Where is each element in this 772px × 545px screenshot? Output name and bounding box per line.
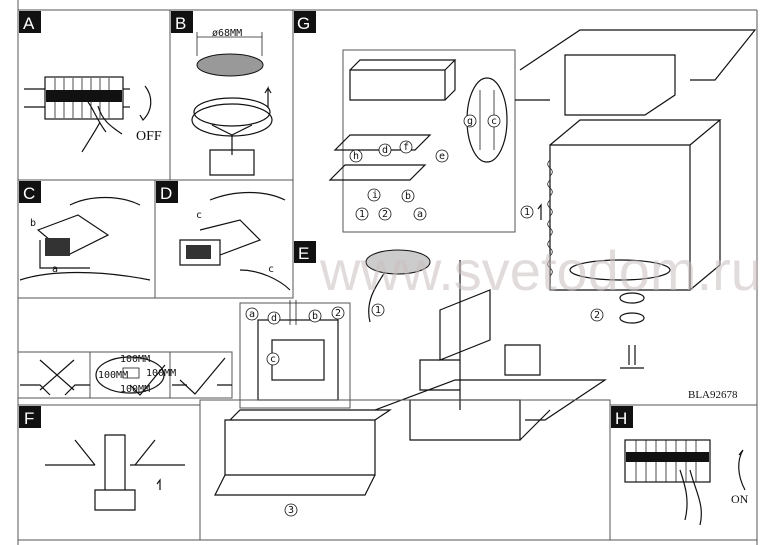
check-icon — [179, 357, 226, 395]
panel-d-clip: D c c — [154, 179, 294, 299]
washer-icon — [619, 292, 645, 369]
svg-text:i: i — [372, 190, 378, 201]
svg-text:g: g — [467, 116, 473, 127]
fixture-icon — [191, 97, 273, 176]
svg-text:e: e — [439, 151, 445, 162]
svg-text:100MM: 100MM — [98, 370, 128, 381]
marker-a: a — [52, 264, 58, 275]
panel-label: A — [23, 14, 35, 33]
panel-label: H — [615, 409, 627, 428]
panel-label: C — [23, 184, 35, 203]
panel-f-insertion: F — [17, 404, 201, 541]
svg-text:f: f — [403, 142, 409, 153]
ceiling-plate-icon — [515, 29, 757, 101]
panel-label: E — [298, 244, 309, 263]
svg-text:100MM: 100MM — [146, 368, 176, 379]
panel-b-cutout: B ø68MM — [169, 9, 294, 181]
clearance-diagrams: 100MM 100MM 100MM 100MM — [17, 351, 233, 399]
panel-a-breaker-off: A OFF — [17, 9, 171, 181]
step-1-marker: 1 — [524, 207, 530, 218]
svg-text:c: c — [270, 354, 276, 365]
svg-text:a: a — [249, 309, 255, 320]
panel-label: D — [160, 184, 172, 203]
svg-text:d: d — [271, 313, 277, 324]
svg-text:h: h — [353, 151, 359, 162]
svg-text:b: b — [405, 191, 411, 202]
svg-text:a: a — [417, 209, 423, 220]
watermark: www.svetodom.ru — [319, 239, 762, 302]
hand-icon — [679, 469, 702, 526]
panel-label: F — [24, 409, 34, 428]
svg-text:d: d — [382, 145, 388, 156]
panel-c-clip: C b a — [17, 179, 156, 299]
marker-b: b — [30, 218, 36, 229]
svg-text:100MM: 100MM — [120, 354, 150, 365]
panel-label: G — [297, 14, 310, 33]
rotate-arrow-icon — [738, 449, 746, 491]
svg-text:1: 1 — [359, 209, 365, 220]
hand-icon — [81, 101, 123, 153]
on-caption: ON — [731, 492, 749, 506]
svg-text:3: 3 — [288, 505, 294, 516]
breaker-icon — [24, 76, 130, 120]
panel-h-breaker-on: H ON — [609, 404, 758, 541]
model-code: BLA92678 — [688, 389, 738, 401]
up-arrow-icon — [264, 85, 272, 108]
svg-text:2: 2 — [335, 308, 341, 319]
cross-icon — [39, 359, 75, 391]
svg-text:b: b — [312, 311, 318, 322]
up-arrow-icon — [537, 203, 542, 220]
step-1-marker: 1 — [375, 305, 381, 316]
panel-label: B — [175, 14, 186, 33]
off-caption: OFF — [136, 129, 162, 144]
rotate-arrow-icon — [139, 85, 152, 121]
marker-c: c — [196, 210, 202, 221]
box-icon — [349, 59, 457, 101]
lamp-shade-icon — [547, 119, 722, 291]
svg-text:2: 2 — [382, 209, 388, 220]
panel-g-wiring: G g c h d f e i b a 1 2 1 2 — [294, 11, 757, 369]
step-2-marker: 2 — [594, 310, 600, 321]
marker-c: c — [268, 264, 274, 275]
ceiling-hole-icon — [196, 53, 264, 77]
panel-e-mounting: E 1 a d b 2 c 3 — [199, 241, 611, 541]
g-markers: g c h d f e i b a 1 2 — [349, 114, 501, 221]
cutout-diameter: ø68MM — [212, 28, 242, 39]
check-icon — [129, 364, 166, 396]
svg-text:c: c — [491, 116, 497, 127]
